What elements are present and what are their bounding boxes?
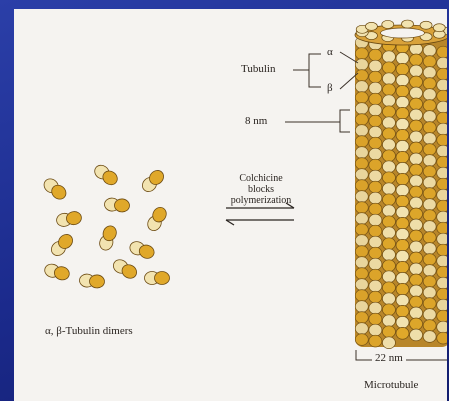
alpha-subunit-label: α bbox=[327, 46, 333, 58]
dimers-caption: α, β-Tubulin dimers bbox=[45, 325, 133, 337]
colchicine-label: Colchicine blocks polymerization bbox=[220, 173, 302, 206]
figure-panel: Tubulin α β 8 nm Colchicine blocks polym… bbox=[14, 9, 447, 401]
colchicine-line-2: blocks bbox=[220, 184, 302, 195]
twentytwo-nm-label: 22 nm bbox=[372, 352, 406, 364]
colchicine-line-3: polymerization bbox=[220, 195, 302, 206]
beta-subunit-label: β bbox=[327, 82, 333, 94]
tubulin-label: Tubulin bbox=[241, 63, 275, 75]
microtubule-caption: Microtubule bbox=[364, 379, 418, 391]
eight-nm-label: 8 nm bbox=[245, 115, 267, 127]
colchicine-line-1: Colchicine bbox=[220, 173, 302, 184]
